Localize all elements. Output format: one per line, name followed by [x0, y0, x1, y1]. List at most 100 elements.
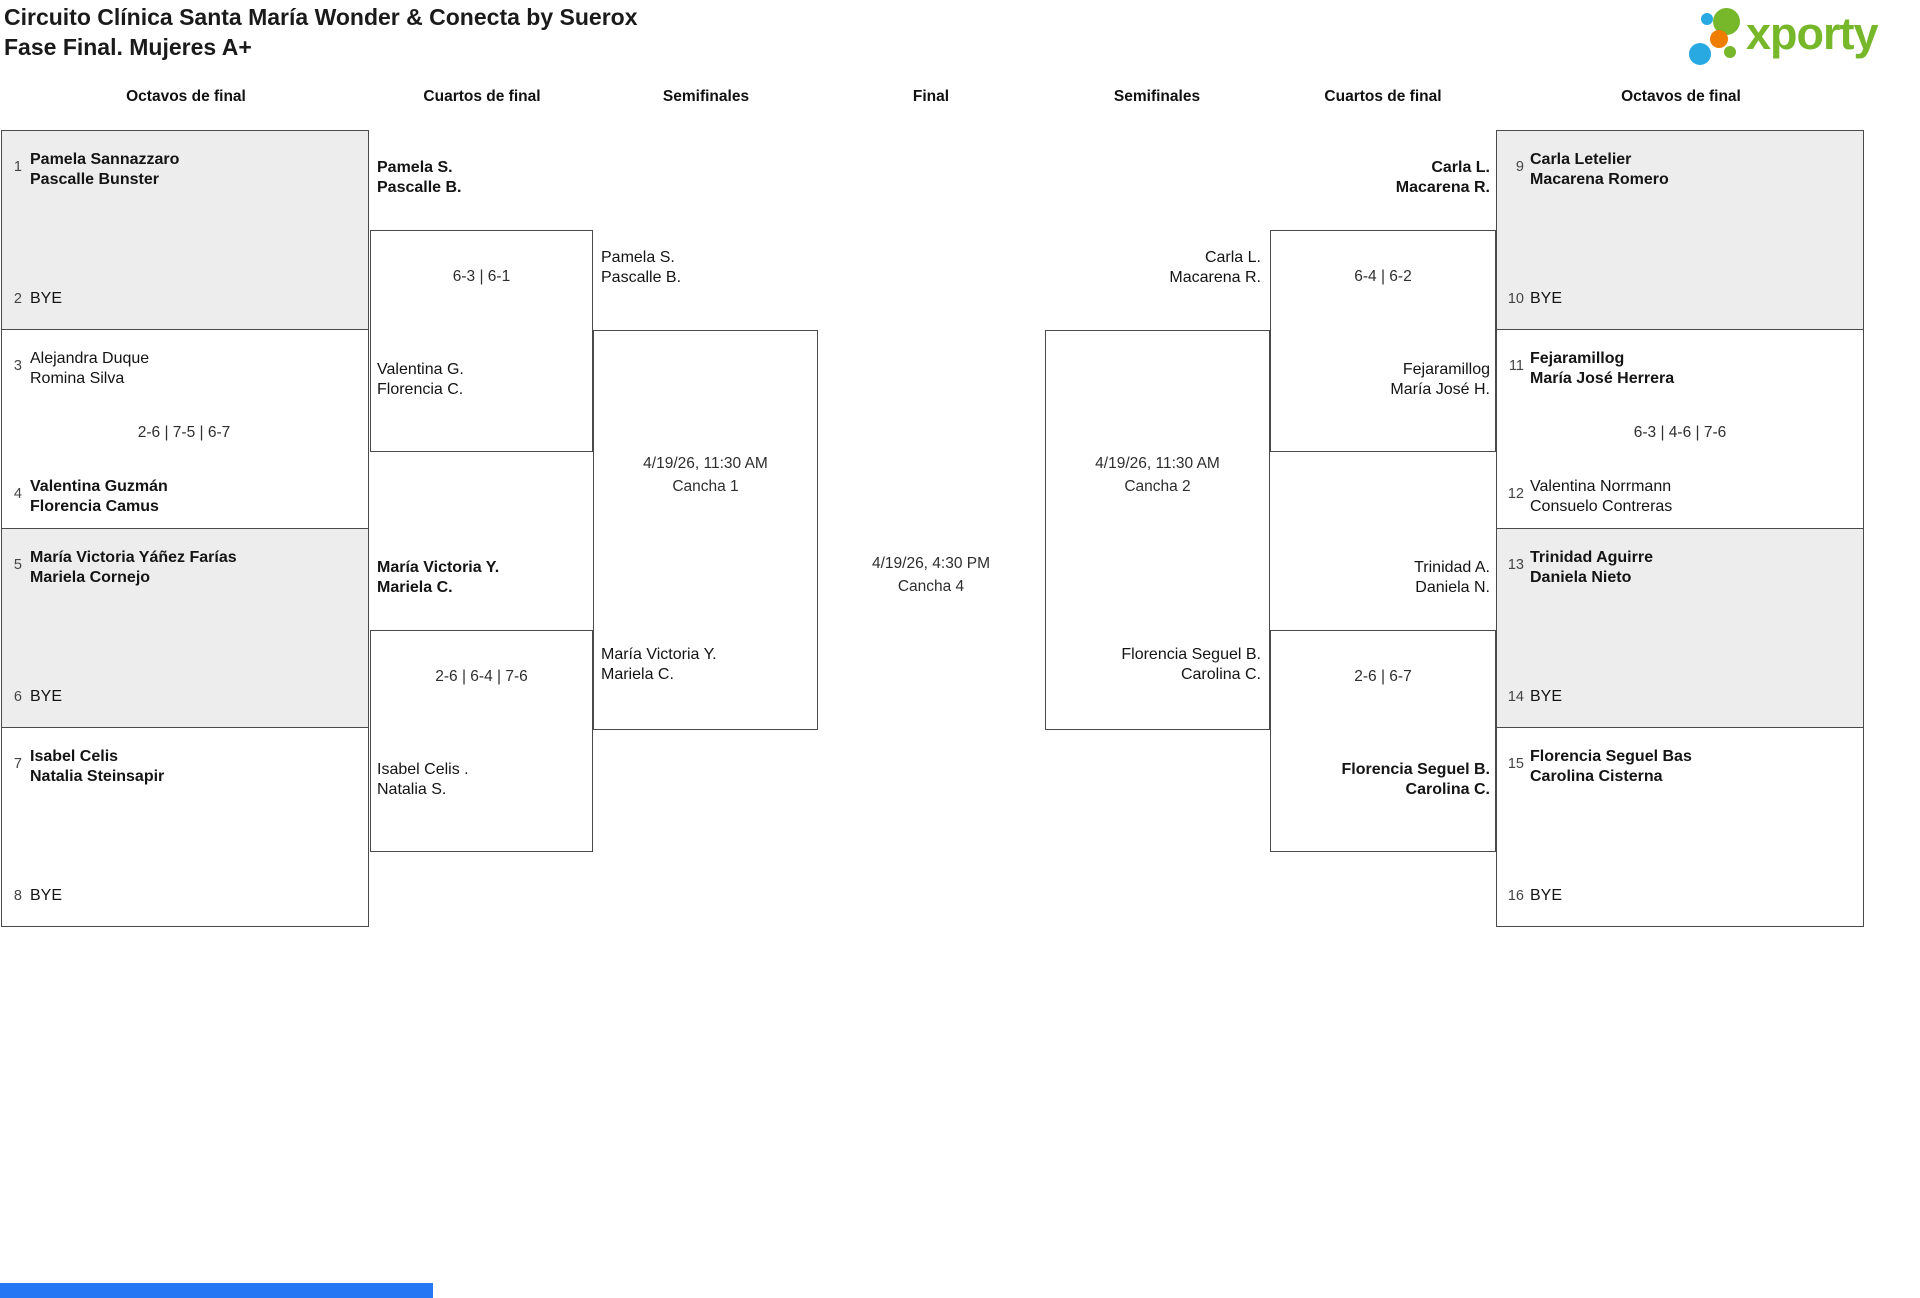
- match-box-octavos-3-4: [1, 329, 369, 529]
- footer-bar: [0, 1283, 433, 1298]
- match-box-octavos-7-8: [1, 727, 369, 927]
- player-name: Carla L.: [1431, 159, 1490, 176]
- match-box-octavos-15-16: [1496, 727, 1864, 927]
- match-court: Cancha 4: [897, 578, 965, 595]
- logo-dot-orange-icon: [1710, 30, 1728, 48]
- player-name: Pamela S.: [377, 159, 453, 176]
- seed-number: 7: [13, 756, 22, 772]
- team-names: Valentina G. Florencia C.: [377, 360, 464, 399]
- team-names: María Victoria Y. Mariela C.: [601, 645, 717, 684]
- player-name: María Victoria Y.: [377, 559, 500, 576]
- page-title: Circuito Clínica Santa María Wonder & Co…: [4, 2, 638, 62]
- bye-label: BYE: [1530, 887, 1563, 904]
- bye-label: BYE: [1530, 290, 1563, 307]
- player-name: Mariela C.: [601, 665, 674, 683]
- team-names: Fejaramillog María José H.: [1268, 360, 1490, 399]
- player-name: Fejaramillog: [1402, 361, 1490, 378]
- team-names: Florencia Seguel Bas Carolina Cisterna: [1530, 747, 1692, 786]
- tournament-title: Circuito Clínica Santa María Wonder & Co…: [4, 4, 638, 30]
- round-header-cuartos-left: Cuartos de final: [423, 88, 541, 105]
- team-names: Florencia Seguel B. Carolina C.: [1036, 645, 1261, 684]
- logo-dot-green-small-icon: [1724, 46, 1736, 58]
- player-name: Florencia Camus: [30, 497, 159, 515]
- team-names: Pamela S. Pascalle B.: [601, 248, 681, 287]
- team-names: Carla L. Macarena R.: [1268, 158, 1490, 197]
- match-box-cuartos-left-2: [370, 630, 593, 852]
- player-name: Isabel Celis: [30, 748, 119, 765]
- player-name: Mariela Cornejo: [30, 568, 151, 586]
- logo-wordmark: xporty: [1746, 8, 1879, 59]
- seed-number: 6: [13, 689, 22, 705]
- player-name: Alejandra Duque: [30, 350, 150, 367]
- player-name: Pascalle B.: [601, 268, 682, 286]
- round-header-semis-right: Semifinales: [1113, 88, 1201, 105]
- seed-number: 11: [1508, 358, 1524, 374]
- match-court: Cancha 2: [1124, 478, 1191, 495]
- player-name: Carla L.: [1204, 249, 1261, 266]
- player-name: Carolina C.: [1405, 780, 1490, 798]
- match-score: 6-4 | 6-2: [1354, 268, 1412, 285]
- team-names: Florencia Seguel B. Carolina C.: [1268, 760, 1490, 799]
- player-name: Macarena Romero: [1530, 170, 1669, 188]
- seed-number: 15: [1507, 756, 1524, 772]
- team-names: Carla L. Macarena R.: [1036, 248, 1261, 287]
- round-header-cuartos-right: Cuartos de final: [1324, 88, 1442, 105]
- player-name: María Victoria Y.: [601, 646, 717, 663]
- team-names: Isabel Celis . Natalia S.: [377, 760, 469, 799]
- final-schedule: 4/19/26, 4:30 PM Cancha 4: [806, 552, 1056, 598]
- player-name: María José H.: [1390, 380, 1490, 398]
- round-header-final: Final: [912, 88, 950, 105]
- seed-number: 8: [13, 888, 22, 904]
- player-name: María José Herrera: [1530, 369, 1675, 387]
- match-box-cuartos-left-1: [370, 230, 593, 452]
- seed-number: 13: [1507, 557, 1524, 573]
- player-name: Natalia S.: [377, 780, 447, 798]
- team-names: Trinidad Aguirre Daniela Nieto: [1530, 548, 1653, 587]
- match-box-semifinal-left: [593, 330, 818, 730]
- player-name: Florencia Seguel B.: [1341, 761, 1490, 778]
- round-header-octavos-right: Octavos de final: [1621, 88, 1741, 105]
- match-box-octavos-11-12: [1496, 329, 1864, 529]
- team-names: Pamela S. Pascalle B.: [377, 158, 462, 197]
- team-names: Pamela Sannazzaro Pascalle Bunster: [30, 150, 179, 189]
- logo-dot-blue-large-icon: [1689, 43, 1711, 65]
- player-name: Macarena R.: [1169, 268, 1261, 286]
- seed-number: 1: [13, 159, 22, 175]
- match-score: 2-6 | 6-7: [1354, 668, 1412, 685]
- bye-label: BYE: [30, 688, 63, 705]
- player-name: Valentina Norrmann: [1530, 478, 1672, 495]
- player-name: Macarena R.: [1395, 178, 1490, 196]
- team-names: Valentina Norrmann Consuelo Contreras: [1530, 477, 1672, 516]
- player-name: Carolina C.: [1180, 665, 1261, 683]
- player-name: Daniela N.: [1415, 578, 1490, 596]
- player-name: Trinidad Aguirre: [1530, 549, 1653, 566]
- player-name: Trinidad A.: [1414, 559, 1490, 576]
- match-datetime: 4/19/26, 11:30 AM: [1095, 455, 1220, 472]
- player-name: Natalia Steinsapir: [30, 767, 165, 785]
- player-name: Consuelo Contreras: [1530, 497, 1673, 515]
- seed-number: 4: [13, 486, 22, 502]
- player-name: Valentina G.: [377, 361, 464, 378]
- round-header-semis-left: Semifinales: [662, 88, 750, 105]
- team-names: María Victoria Yáñez Farías Mariela Corn…: [30, 548, 237, 587]
- player-name: Pascalle Bunster: [30, 170, 159, 188]
- match-score: 2-6 | 6-4 | 7-6: [435, 668, 528, 685]
- match-datetime: 4/19/26, 11:30 AM: [643, 455, 768, 472]
- player-name: Isabel Celis .: [377, 761, 469, 778]
- player-name: Pamela Sannazzaro: [30, 151, 180, 168]
- player-name: Daniela Nieto: [1530, 568, 1632, 586]
- team-names: Isabel Celis Natalia Steinsapir: [30, 747, 164, 786]
- match-score: 6-3 | 6-1: [452, 268, 511, 285]
- match-box-octavos-13-14: [1496, 528, 1864, 728]
- player-name: Florencia Seguel B.: [1121, 646, 1261, 663]
- match-box-semifinal-right: [1045, 330, 1270, 730]
- seed-number: 2: [13, 291, 22, 307]
- player-name: Fejaramillog: [1530, 350, 1625, 367]
- seed-number: 3: [13, 358, 22, 374]
- team-names: Fejaramillog María José Herrera: [1530, 349, 1674, 388]
- seed-number: 16: [1507, 888, 1524, 904]
- player-name: Florencia C.: [377, 380, 464, 398]
- seed-number: 9: [1515, 159, 1524, 175]
- match-court: Cancha 1: [672, 478, 739, 495]
- bye-label: BYE: [30, 290, 63, 307]
